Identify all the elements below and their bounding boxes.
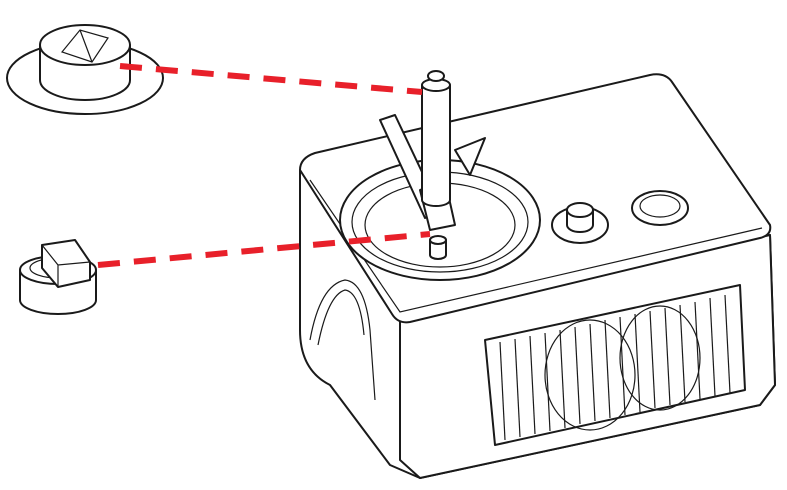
drive-adapter-part (19, 239, 97, 315)
leader-line-cap (119, 63, 423, 95)
vent-grille (484, 284, 746, 446)
power-button (631, 190, 689, 226)
leader-line-adapter (97, 231, 431, 268)
ice-cream-machine (299, 70, 776, 479)
cap-part (6, 24, 164, 115)
control-knob (551, 202, 609, 244)
paddle (379, 70, 486, 260)
